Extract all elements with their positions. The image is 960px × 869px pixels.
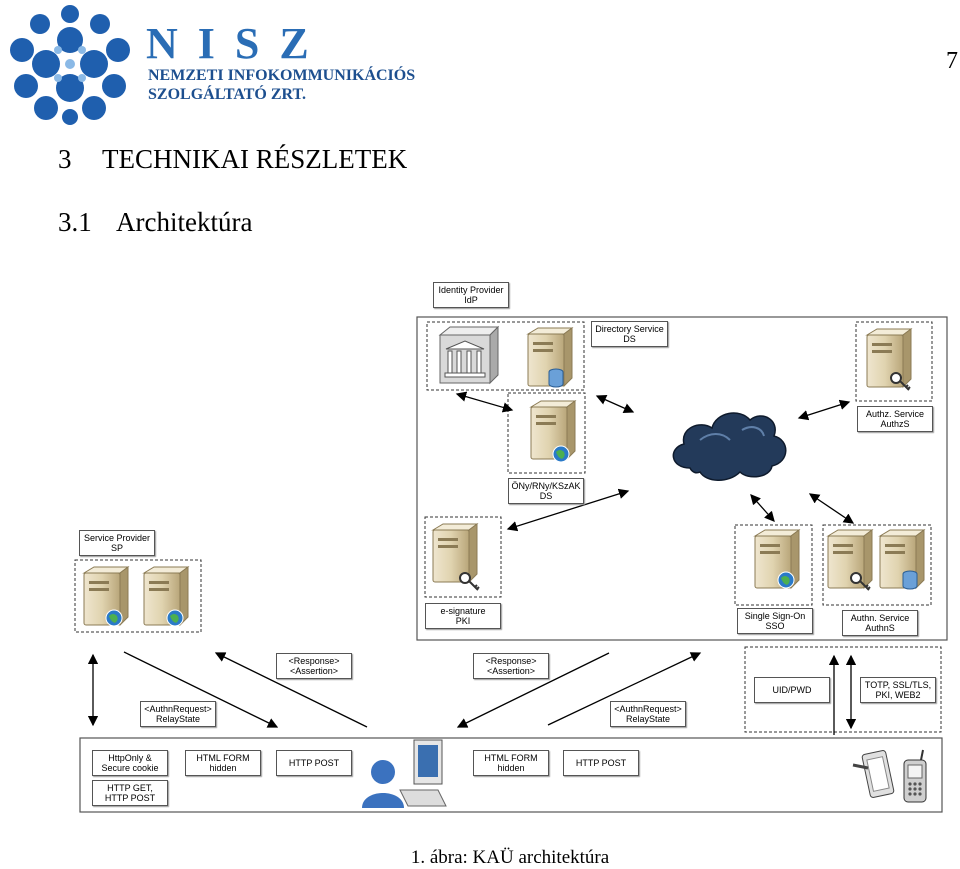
archive-building-icon [438,325,500,385]
subsection-title: Architektúra [116,207,253,237]
ds-server-icon [527,327,573,388]
page-number: 7 [946,48,958,74]
client-frame [79,737,943,813]
figure-caption: 1. ábra: KAÜ architektúra [410,847,610,868]
mobile-phone-icon [903,749,927,803]
authns-server-icon-2 [879,529,925,590]
response-assertion-label-2: <Response><Assertion> [473,653,549,679]
httponly-cookie-label: HttpOnly &Secure cookie [92,750,168,776]
response-assertion-label-1: <Response><Assertion> [276,653,352,679]
authnrequest-label-1: <AuthnRequest>RelayState [140,701,216,727]
sp-server-icon-1 [83,566,129,627]
logo-acronym: NISZ [146,19,329,68]
http-post-label-1: HTTP POST [276,750,352,776]
network-cloud-icon [672,412,787,481]
section-number: 3 [58,144,72,174]
sso-server-icon [754,529,800,589]
subsection-number: 3.1 [58,207,92,237]
idp-frame [416,316,948,641]
tablet-icon [852,750,895,798]
http-post-label-2: HTTP POST [563,750,639,776]
logo-line-2: SZOLGÁLTATÓ ZRT. [148,86,307,103]
section-heading: 3 TECHNIKAI RÉSZLETEK [58,144,407,175]
architecture-diagram [74,316,948,813]
authns-server-icon-1 [827,529,873,591]
logo-line-1: NEMZETI INFOKOMMUNIKÁCIÓS [148,67,416,84]
ony-server-icon [530,400,576,463]
uid-pwd-label: UID/PWD [754,677,830,703]
nisz-logo-mark [10,5,130,125]
totp-label: TOTP, SSL/TLS,PKI, WEB2 [860,677,936,703]
authnrequest-label-2: <AuthnRequest>RelayState [610,701,686,727]
authzs-server-icon [866,328,912,391]
section-title: TECHNIKAI RÉSZLETEK [102,144,408,174]
subsection-heading: 3.1 Architektúra [58,207,252,238]
user-computer-icon [362,739,447,808]
logo-company-name: NEMZETI INFOKOMMUNIKÁCIÓS SZOLGÁLTATÓ ZR… [148,66,415,104]
http-get-post-label: HTTP GET,HTTP POST [92,780,168,806]
esig-server-icon [432,523,480,591]
sp-server-icon-2 [143,566,189,627]
